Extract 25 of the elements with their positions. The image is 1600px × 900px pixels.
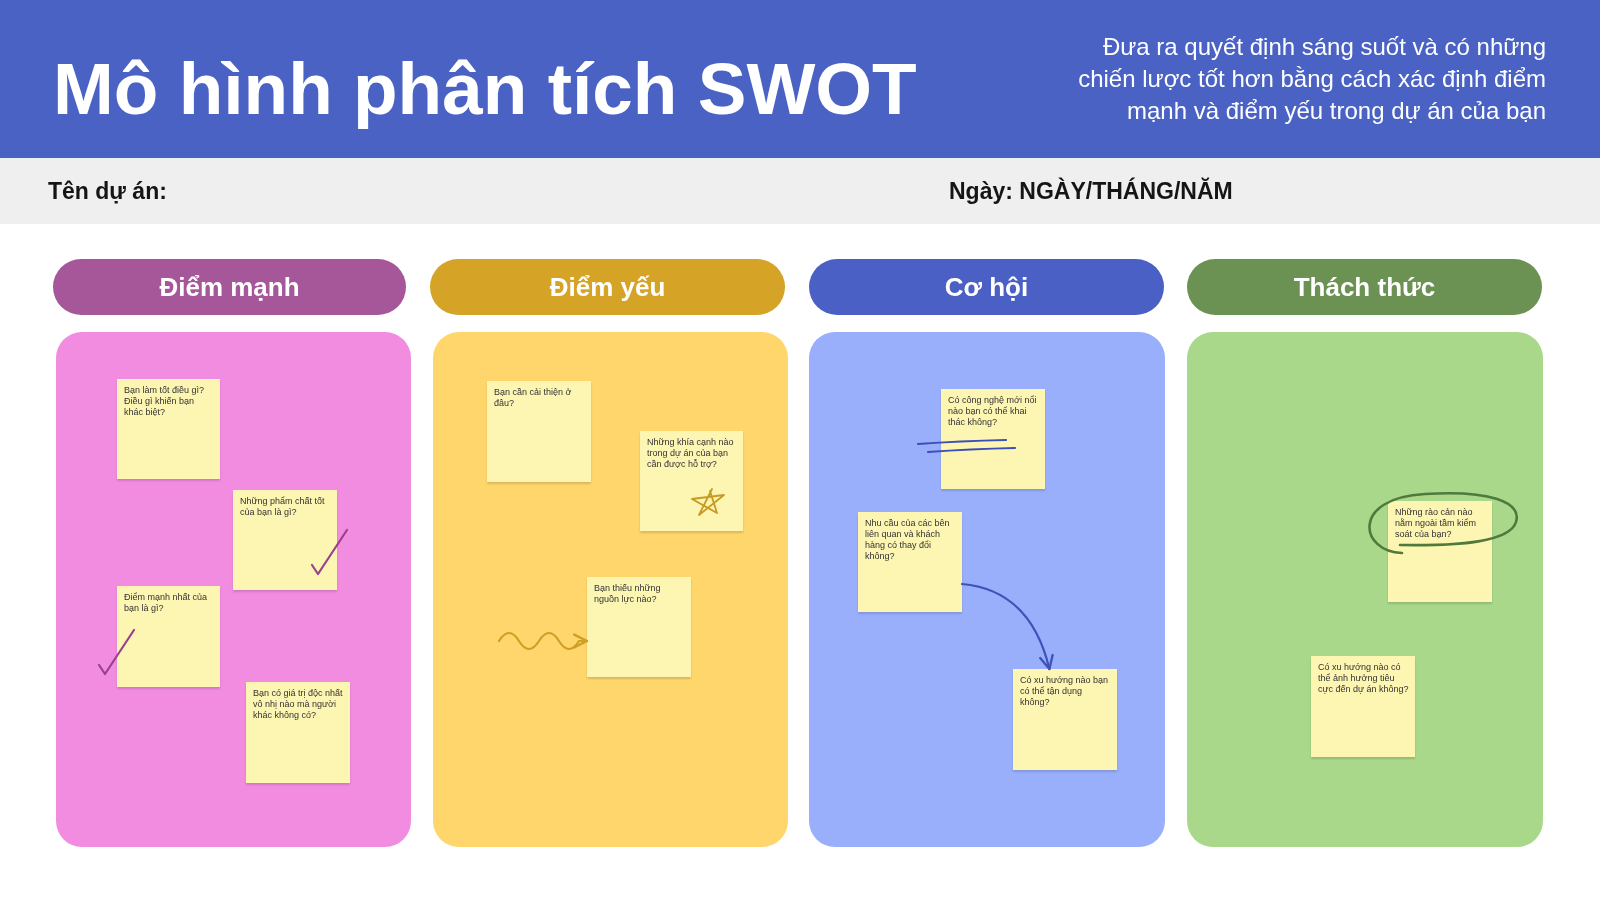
- sticky-note: Bạn cần cải thiện ở đâu?: [487, 381, 591, 482]
- sticky-note: Có xu hướng nào có thể ảnh hưởng tiêu cực đến dự án không?: [1311, 656, 1415, 757]
- squiggly-arrow: [497, 631, 589, 651]
- project-name-label: Tên dự án:: [48, 177, 167, 206]
- curved-arrow: [960, 582, 1054, 671]
- sticky-note: Bạn thiếu những nguồn lực nào?: [587, 577, 691, 677]
- section-heading-pill: Cơ hội: [809, 259, 1164, 315]
- sticky-note: Những phẩm chất tốt của bạn là gì?: [233, 490, 337, 590]
- subtitle-text: Đưa ra quyết định sáng suốt và có những chiến lược tốt hơn bằng cách xác định điểm mạnh và điểm yếu trong dự án của bạn: [1077, 32, 1546, 126]
- sticky-note: Có xu hướng nào bạn có thể tận dụng không?: [1013, 669, 1117, 770]
- sticky-note: Những khía cạnh nào trong dự án của bạn cần được hỗ trợ?: [640, 431, 743, 531]
- sticky-note: Những rào cản nào nằm ngoài tầm kiểm soát của bạn?: [1388, 501, 1492, 602]
- section-heading-pill: Thách thức: [1187, 259, 1542, 315]
- sticky-note: Có công nghệ mới nổi nào bạn có thể khai thác không?: [941, 389, 1045, 489]
- sticky-note: Nhu cầu của các bên liên quan và khách hàng có thay đổi không?: [858, 512, 962, 612]
- column-panel: [56, 332, 411, 847]
- section-heading-pill: Điểm mạnh: [53, 259, 406, 315]
- column-panel: [809, 332, 1165, 847]
- sticky-note: Điểm mạnh nhất của bạn là gì?: [117, 586, 220, 687]
- sticky-note: Bạn có giá trị độc nhất vô nhị nào mà người khác không có?: [246, 682, 350, 783]
- column-panel: [433, 332, 788, 847]
- column-panel: [1187, 332, 1543, 847]
- section-heading-pill: Điểm yếu: [430, 259, 785, 315]
- sticky-note: Bạn làm tốt điều gì? Điều gì khiến bạn khác biệt?: [117, 379, 220, 479]
- date-label: Ngày: NGÀY/THÁNG/NĂM: [949, 176, 1233, 206]
